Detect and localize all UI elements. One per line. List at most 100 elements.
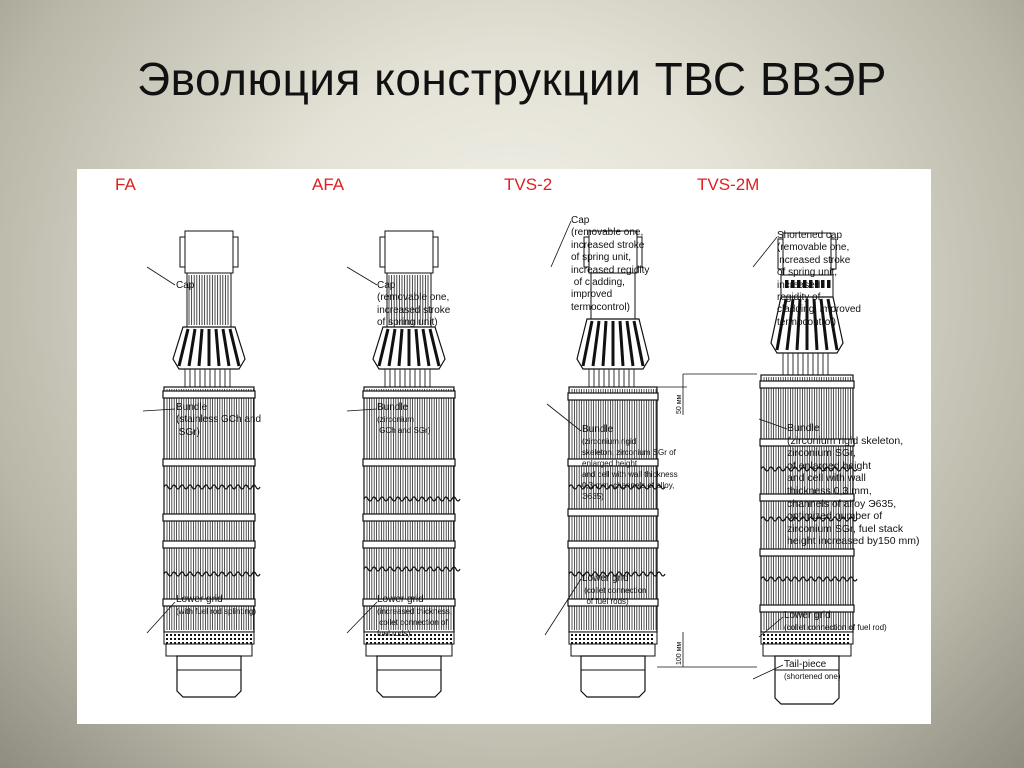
grid-cell <box>595 638 597 640</box>
assembly-2 <box>362 230 461 698</box>
spacer-grid <box>162 458 256 467</box>
grid-cell <box>767 634 769 636</box>
grid-cell <box>827 634 829 636</box>
grid-cell <box>775 634 777 636</box>
grid-cell <box>182 638 184 640</box>
grid-cell <box>767 638 769 640</box>
grid-cell <box>651 642 653 644</box>
grid-cell <box>434 634 436 636</box>
grid-cell <box>575 634 577 636</box>
leader-line <box>758 616 784 638</box>
grid-cell <box>611 634 613 636</box>
grid-cell <box>230 634 232 636</box>
grid-cell <box>603 642 605 644</box>
tail-piece <box>580 655 646 698</box>
grid-cell <box>627 642 629 644</box>
grid-cell <box>194 638 196 640</box>
grid-cell <box>803 642 805 644</box>
tail-piece <box>774 655 840 705</box>
grid-cell <box>811 634 813 636</box>
spacer-grid <box>362 540 456 549</box>
grid-cell <box>795 634 797 636</box>
spacer-grid <box>759 548 855 557</box>
afa-cap-callout: Cap (removable one, increased stroke of … <box>377 280 450 330</box>
cap-lug <box>583 236 590 268</box>
grid-cell <box>799 634 801 636</box>
callout-text: Bundle <box>377 402 409 413</box>
leader-line <box>758 418 788 430</box>
grid-cell <box>234 642 236 644</box>
callout-text: Lower grid <box>582 573 629 584</box>
grid-cell <box>370 638 372 640</box>
grid-cell <box>827 638 829 640</box>
head-rib <box>414 328 421 367</box>
grid-cell <box>843 642 845 644</box>
grid-cell <box>234 638 236 640</box>
break-line <box>568 571 666 577</box>
grid-cell <box>182 642 184 644</box>
vent-hole <box>815 280 819 288</box>
grid-cell <box>402 634 404 636</box>
grid-cell <box>242 634 244 636</box>
grid-cell <box>831 642 833 644</box>
cap-lug <box>777 238 784 270</box>
callout-text: Lower grid <box>176 594 223 605</box>
grid-cell <box>238 634 240 636</box>
grid-cell <box>434 642 436 644</box>
grid-cell <box>414 638 416 640</box>
grid-cell <box>847 634 849 636</box>
grid-cell <box>623 642 625 644</box>
tail-collar <box>365 643 453 657</box>
grid-cell <box>422 642 424 644</box>
grid-cell <box>170 638 172 640</box>
grid-cell <box>206 638 208 640</box>
head-rib <box>397 328 404 367</box>
break-line <box>568 484 666 490</box>
grid-cell <box>831 638 833 640</box>
grid-cell <box>651 638 653 640</box>
leader-line <box>346 408 378 412</box>
fa-lower-grid-callout: Lower grid(with fuel rod splinting) <box>176 594 256 617</box>
grid-cell <box>575 638 577 640</box>
grid-cell <box>587 642 589 644</box>
cap-lug <box>179 236 186 268</box>
grid-cell <box>398 638 400 640</box>
head-rib <box>618 320 625 367</box>
grid-cell <box>178 634 180 636</box>
grid-cell <box>366 634 368 636</box>
grid-cell <box>623 638 625 640</box>
grid-cell <box>194 634 196 636</box>
column-title-tvs2m: TVS-2M <box>697 175 760 194</box>
grid-cell <box>446 642 448 644</box>
grid-cell <box>639 634 641 636</box>
grid-cell <box>587 638 589 640</box>
fa-cap-callout: Cap <box>176 280 194 292</box>
grid-cell <box>763 634 765 636</box>
grid-cell <box>446 638 448 640</box>
spacer-grid <box>162 598 256 607</box>
grid-cell <box>775 642 777 644</box>
grid-cell <box>394 634 396 636</box>
grid-cell <box>250 634 252 636</box>
grid-cell <box>234 634 236 636</box>
grid-cell <box>615 638 617 640</box>
grid-cell <box>819 634 821 636</box>
grid-cell <box>799 638 801 640</box>
grid-cell <box>446 634 448 636</box>
head-rib <box>177 328 190 367</box>
grid-cell <box>406 642 408 644</box>
cap-lug <box>830 238 837 270</box>
spacer-grid <box>567 540 659 549</box>
grid-cell <box>647 634 649 636</box>
grid-cell <box>803 638 805 640</box>
grid-cell <box>631 634 633 636</box>
lower-grid <box>163 631 255 645</box>
spring-unit <box>590 272 636 320</box>
grid-cell <box>198 638 200 640</box>
head-rib <box>228 328 241 367</box>
grid-cell <box>643 634 645 636</box>
grid-cell <box>386 642 388 644</box>
grid-cell <box>198 642 200 644</box>
grid-cell <box>591 638 593 640</box>
grid-cell <box>442 638 444 640</box>
